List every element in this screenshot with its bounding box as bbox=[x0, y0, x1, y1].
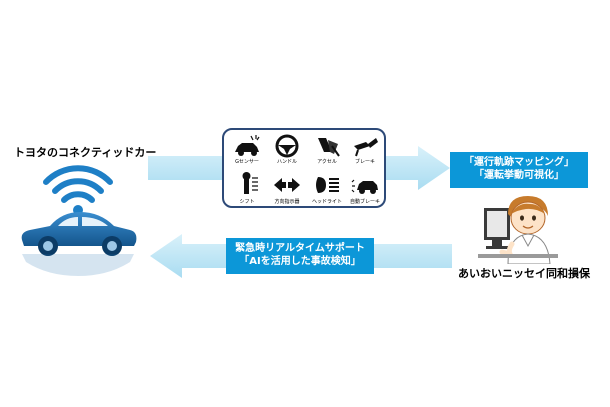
sensor-item: Gセンサー bbox=[228, 134, 266, 165]
sensor-label: 自動ブレーキ bbox=[349, 199, 380, 205]
sensor-item: 自動ブレーキ bbox=[346, 172, 384, 205]
sensor-item: アクセル bbox=[308, 134, 346, 165]
sensor-label: 方向指示器 bbox=[274, 199, 300, 205]
vehicle-data-panel: Gセンサー ハンドル アクセル ブレーキ シフト bbox=[222, 128, 386, 208]
service-box-mapping: 「運行軌跡マッピング」 「運転挙動可視化」 bbox=[450, 152, 588, 188]
sensor-item: 方向指示器 bbox=[268, 172, 306, 205]
sensor-label: ハンドル bbox=[276, 159, 297, 165]
service-line: 緊急時リアルタイムサポート bbox=[235, 243, 365, 254]
brake-pedal-icon bbox=[354, 138, 378, 157]
sensor-label: Gセンサー bbox=[235, 159, 259, 165]
sensor-label: ヘッドライト bbox=[311, 199, 342, 205]
g-sensor-icon bbox=[235, 135, 260, 156]
connected-car-title: トヨタのコネクティッドカー bbox=[14, 146, 157, 159]
accelerator-pedal-icon bbox=[318, 138, 340, 157]
service-line: 「AIを活用した事故検知」 bbox=[239, 256, 361, 267]
headlight-icon bbox=[316, 177, 339, 193]
sensor-item: ハンドル bbox=[268, 134, 306, 165]
service-line: 「運行軌跡マッピング」 bbox=[464, 157, 574, 168]
steering-wheel-icon bbox=[275, 134, 299, 158]
sensor-label: アクセル bbox=[317, 159, 337, 165]
insurer-operator-icon bbox=[478, 196, 558, 264]
wifi-signal-icon bbox=[43, 165, 113, 215]
auto-brake-icon bbox=[351, 179, 378, 194]
service-box-emergency: 緊急時リアルタイムサポート 「AIを活用した事故検知」 bbox=[226, 238, 374, 274]
service-line: 「運転挙動可視化」 bbox=[474, 170, 564, 181]
shift-lever-icon bbox=[242, 172, 258, 194]
sensor-item: ブレーキ bbox=[346, 134, 384, 165]
sensor-item: ヘッドライト bbox=[308, 172, 346, 205]
car-reflection bbox=[22, 254, 134, 276]
sensor-label: ブレーキ bbox=[354, 159, 375, 165]
sensor-label: シフト bbox=[239, 199, 255, 205]
car-icon bbox=[21, 212, 137, 256]
turn-signal-icon bbox=[274, 178, 300, 192]
insurer-caption: あいおいニッセイ同和損保 bbox=[458, 267, 590, 280]
sensor-item: シフト bbox=[228, 172, 266, 205]
